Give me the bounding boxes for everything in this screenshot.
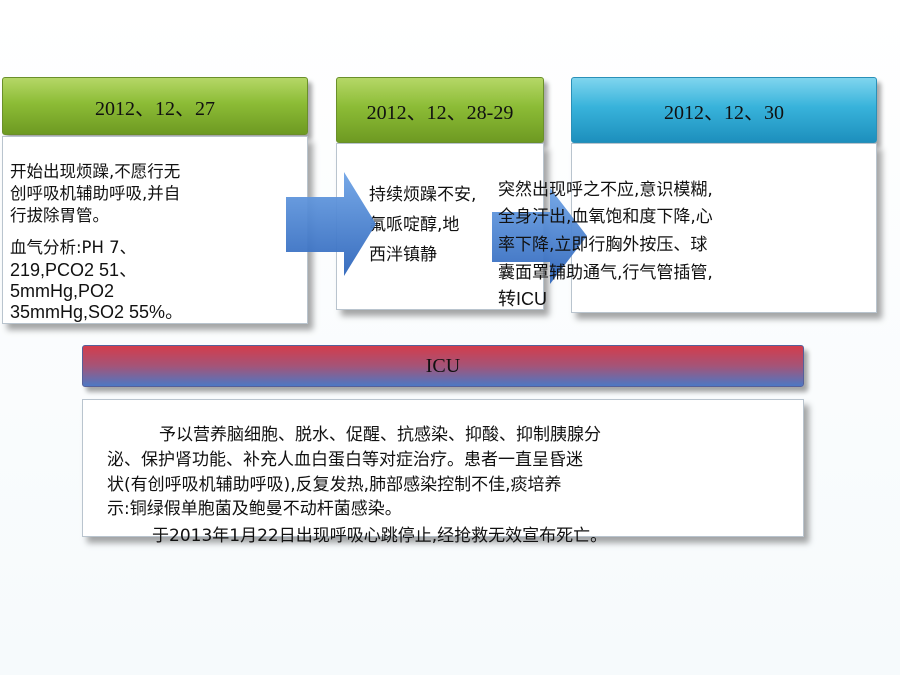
event-2-line-1: 持续烦躁不安, [369,185,477,205]
date-header-2: 2012、12、28-29 [336,77,544,143]
event-2-line-3: 西泮镇静 [369,245,437,265]
event-1-line-3: 行拔除胃管。 [10,206,109,225]
blood-gas-line-1: 血气分析:PH 7、 [10,238,137,257]
event-box-3 [571,143,877,313]
event-2-line-2: 氟哌啶醇,地 [369,215,460,235]
icu-line-4: 示:铜绿假单胞菌及鲍曼不动杆菌感染。 [107,499,402,519]
event-3-line-5: 转ICU [498,289,547,309]
event-1-line-2: 创呼吸机辅助呼吸,并自 [10,184,181,203]
event-3-line-3: 率下降,立即行胸外按压、球 [498,235,708,255]
icu-box: 予以营养脑细胞、脱水、促醒、抗感染、抑酸、抑制胰腺分 泌、保护肾功能、补充人血白… [82,399,804,537]
blood-gas-line-2: 219,PCO2 51、 [10,260,138,280]
event-1-line-1: 开始出现烦躁,不愿行无 [10,162,181,181]
date-header-3: 2012、12、30 [571,77,877,143]
event-3-line-4: 囊面罩辅助通气,行气管插管, [498,263,713,283]
icu-title: ICU [425,354,461,377]
icu-line-5: 于2013年1月22日出现呼吸心跳停止,经抢救无效宣布死亡。 [152,526,608,546]
date-label-1: 2012、12、27 [95,97,215,120]
arrow-right-icon [286,172,376,276]
date-label-3: 2012、12、30 [664,101,784,124]
icu-line-2: 泌、保护肾功能、补充人血白蛋白等对症治疗。患者一直呈昏迷 [107,450,583,470]
icu-line-3: 状(有创呼吸机辅助呼吸),反复发热,肺部感染控制不佳,痰培养 [107,475,562,495]
arrow-right-icon [492,188,587,284]
blood-gas-line-3: 5mmHg,PO2 [10,281,115,301]
icu-line-1: 予以营养脑细胞、脱水、促醒、抗感染、抑酸、抑制胰腺分 [159,425,601,445]
icu-header: ICU [82,345,804,387]
event-3-line-1: 突然出现呼之不应,意识模糊, [498,180,713,200]
event-box-1: 开始出现烦躁,不愿行无 创呼吸机辅助呼吸,并自 行拔除胃管。 血气分析:PH 7… [2,136,308,324]
date-label-2: 2012、12、28-29 [366,101,514,124]
event-3-line-2: 全身汗出,血氧饱和度下降,心 [498,207,713,227]
blood-gas-line-4: 35mmHg,SO2 55%。 [10,302,184,322]
date-header-1: 2012、12、27 [2,77,308,135]
